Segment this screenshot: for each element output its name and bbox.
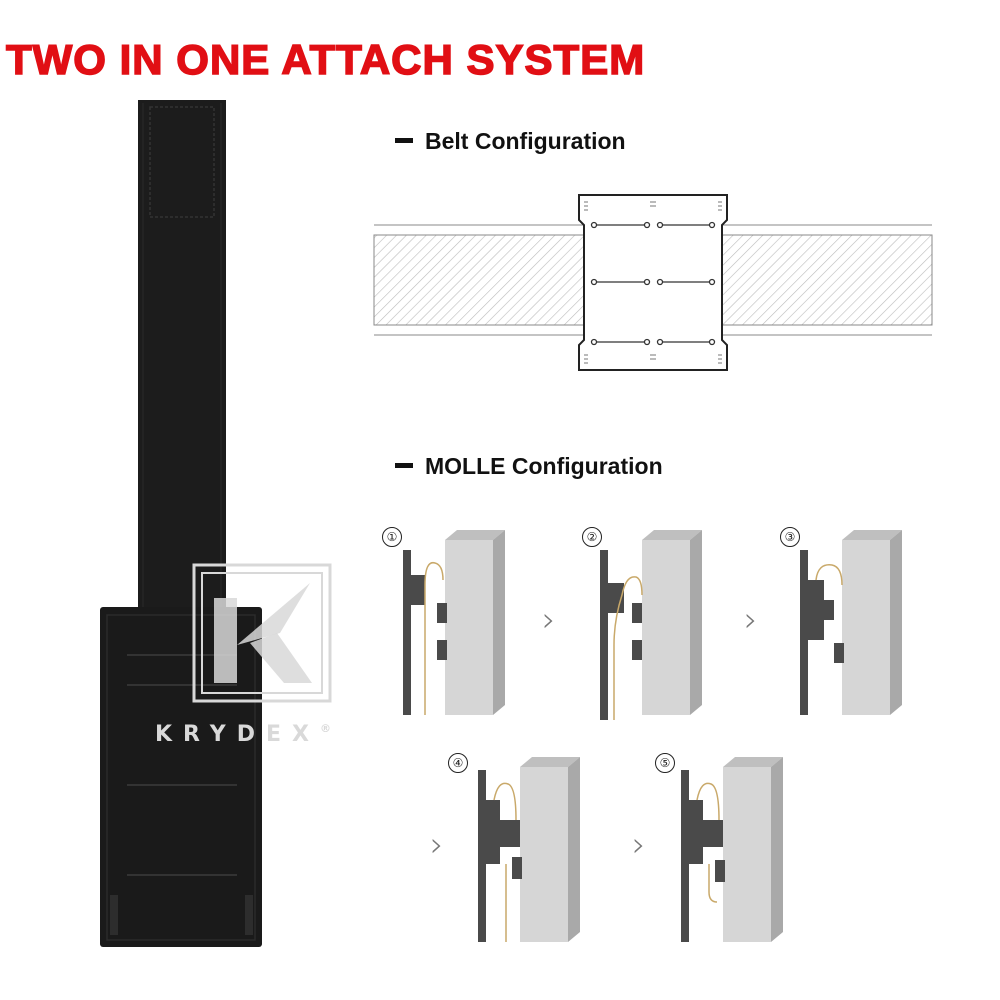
step-arrow-icon: › [632, 825, 646, 865]
registered-mark: ® [319, 722, 331, 735]
brand-name: KRYDEX [155, 722, 320, 747]
brand-watermark: KRYDEX® [155, 722, 331, 747]
step-4-diagram [478, 757, 580, 942]
step-2-number: ② [582, 527, 602, 547]
belt-configuration-diagram [373, 194, 933, 371]
step-arrow-icon: › [744, 600, 758, 640]
krydex-k-logo-icon [192, 563, 332, 703]
step-arrow-icon: › [542, 600, 556, 640]
step-3-number: ③ [780, 527, 800, 547]
step-3-diagram [800, 530, 902, 715]
step-1-diagram [403, 530, 505, 715]
step-4-number: ④ [448, 753, 468, 773]
headline: TWO IN ONE ATTACH SYSTEM [5, 35, 646, 84]
product-image [100, 100, 262, 947]
dash-icon [395, 138, 413, 144]
molle-configuration-title: MOLLE Configuration [395, 453, 663, 480]
belt-title-text: Belt Configuration [425, 128, 626, 154]
step-arrow-icon: › [430, 825, 444, 865]
step-2-diagram [600, 530, 702, 720]
step-5-number: ⑤ [655, 753, 675, 773]
dash-icon [395, 463, 413, 469]
belt-configuration-title: Belt Configuration [395, 128, 626, 155]
step-1-number: ① [382, 527, 402, 547]
step-5-diagram [681, 757, 783, 942]
molle-title-text: MOLLE Configuration [425, 453, 663, 479]
